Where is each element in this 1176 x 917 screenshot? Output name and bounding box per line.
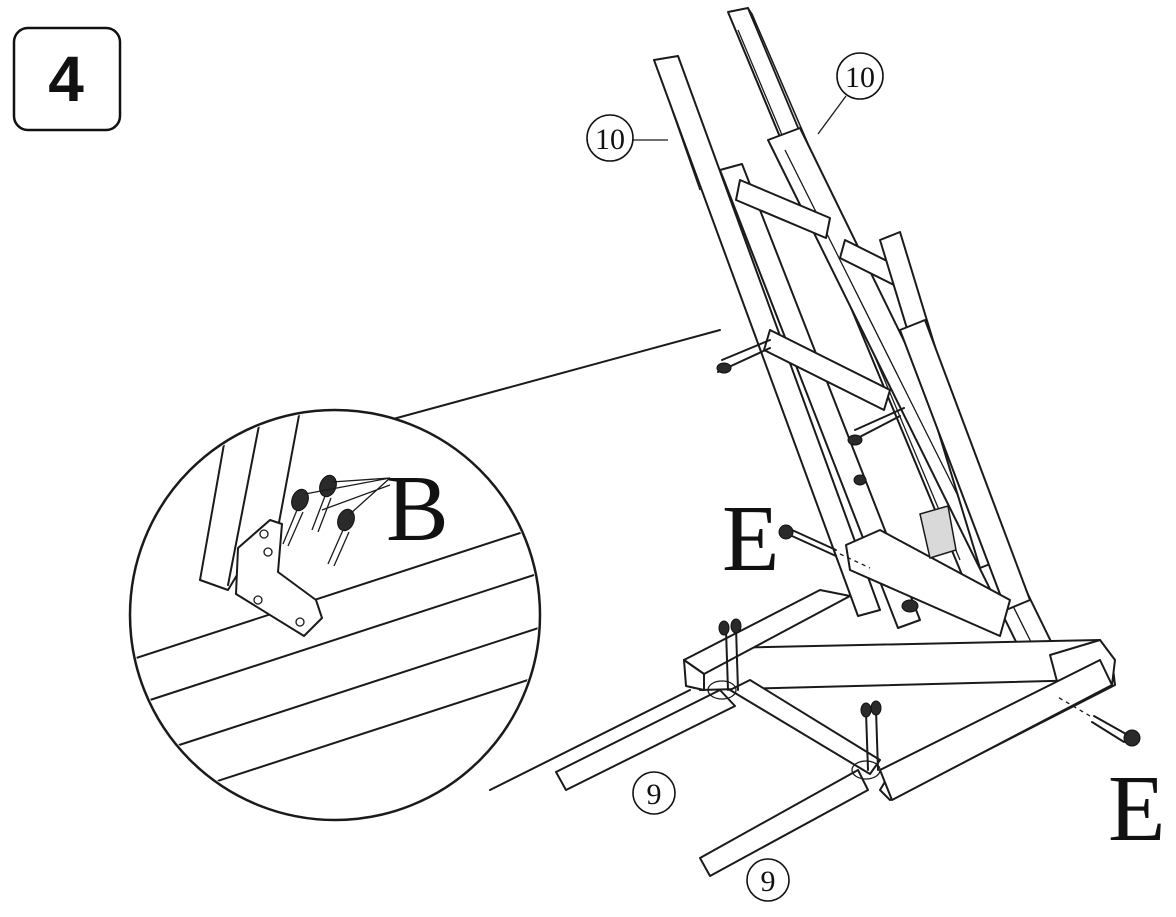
easel-assembly — [555, 7, 1141, 877]
part-b-label: B — [386, 457, 449, 561]
magnifier-line-bottom — [489, 689, 691, 791]
part-number-9-back: 9 — [746, 858, 790, 902]
svg-text:10: 10 — [845, 61, 875, 94]
part-e-label-lower: E — [1108, 757, 1165, 861]
magnifier-circle — [128, 408, 542, 822]
svg-text:9: 9 — [647, 778, 662, 811]
part-number-9-front: 9 — [632, 771, 676, 815]
svg-text:9: 9 — [761, 865, 776, 898]
part-number-10-right: 10 — [817, 52, 884, 135]
part-e-label-upper: E — [722, 487, 779, 591]
step-number: 4 — [48, 43, 84, 115]
e-bolt-upper — [778, 524, 871, 569]
e-bolt-lower — [1055, 695, 1141, 747]
wing-bolts-legs — [707, 618, 882, 780]
part-number-10-left: 10 — [586, 114, 668, 162]
step-badge: 4 — [12, 26, 122, 132]
detail-magnifier: B — [128, 329, 721, 822]
svg-text:10: 10 — [595, 123, 625, 156]
